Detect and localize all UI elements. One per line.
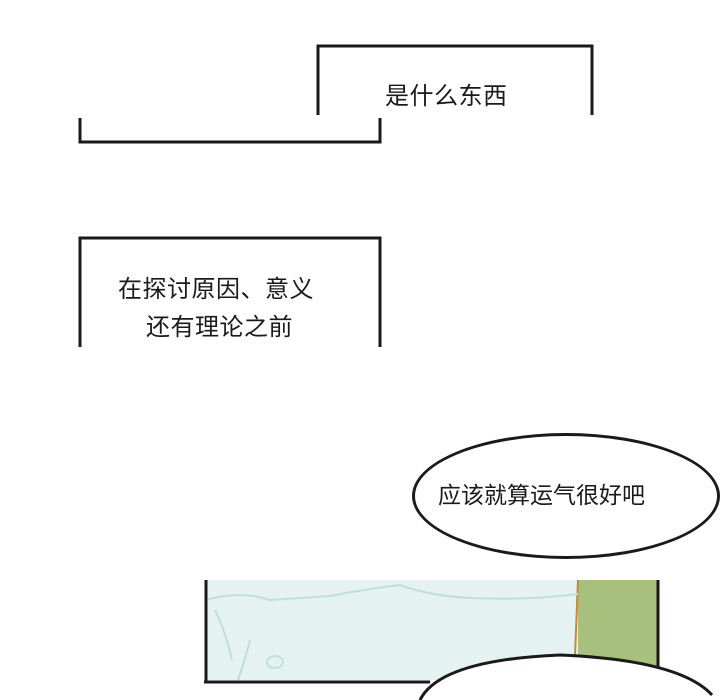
caption-text-what-is-it: 是什么东西: [385, 82, 508, 110]
speech-bubble: [412, 433, 720, 559]
caption-line-2: 还有理论之前: [146, 313, 293, 341]
caption-line-1: 在探讨原因、意义: [118, 275, 314, 303]
speech-bubble-text: 应该就算运气很好吧: [438, 483, 645, 509]
